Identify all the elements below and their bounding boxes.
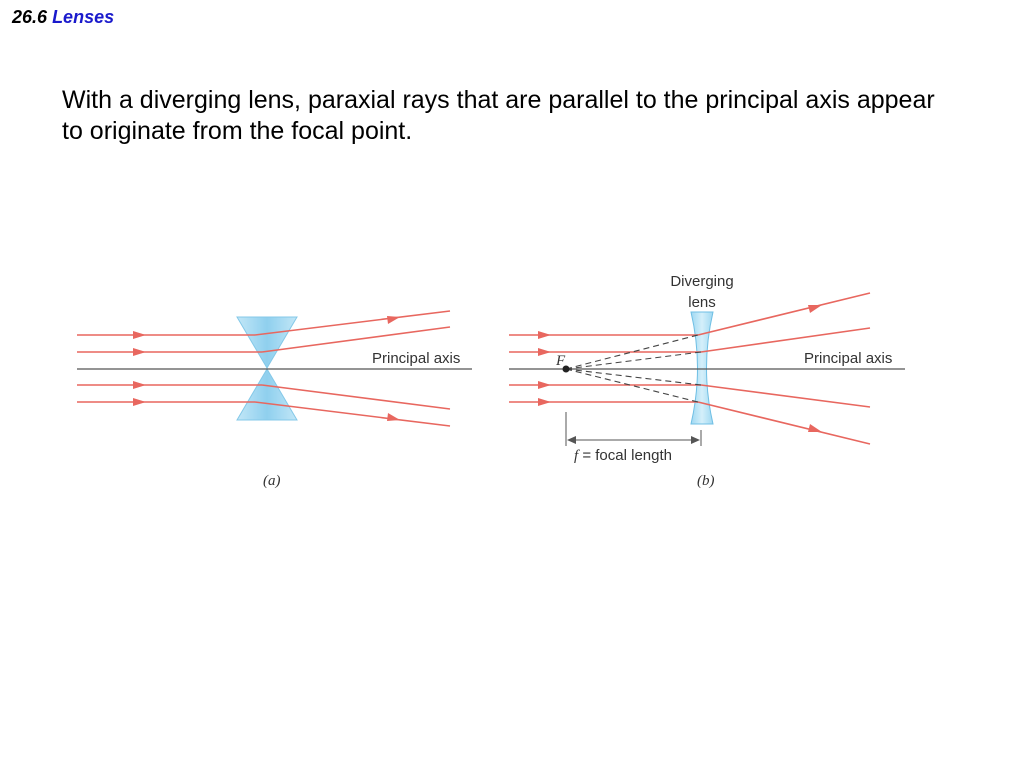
panel-b-focal-length-arrow-right [691,436,700,444]
panel-b-arrow-3-in [538,381,551,389]
panel-b-focal-length-symbol: f [574,448,580,464]
panel-a-incident-rays [77,331,262,406]
panel-a-arrow-4-out [387,413,400,421]
panel-b-lens-label-line2: lens [688,294,716,311]
panel-a-lens-bottom-prism [236,368,298,421]
panel-b-incident-rays [509,331,701,406]
panel-b-focal-length-text: = focal length [578,447,672,464]
panel-b-focal-length-arrow-left [567,436,576,444]
panel-b-axis-label: Principal axis [804,350,892,367]
panel-b-dashed-ray-4 [565,368,699,403]
panel-b-arrow-4-out [808,424,822,432]
panel-b-dashed-ray-2 [565,351,702,370]
panel-a-ray-4-out [254,401,451,427]
panel-a-arrow-3-in [133,381,146,389]
section-number: 26.6 [12,7,48,27]
panel-b-dashed-ray-1 [565,334,699,370]
section-topic: Lenses [52,7,115,27]
panel-b-arrow-4-in [538,398,551,406]
panel-a-ray-3-out [261,384,451,410]
panel-b-diverging-lens [690,311,714,425]
panel-b-ray-2-out [700,327,871,353]
panel-a-lens-top-prism [236,316,298,369]
section-heading: 26.6 Lenses [12,7,114,28]
panel-a-axis-label: Principal axis [372,350,460,367]
panel-a-arrow-1-in [133,331,146,339]
panel-b-dashed-ray-3 [565,368,702,386]
panel-b-virtual-rays [565,334,702,403]
panel-b-arrow-1-in [538,331,551,339]
panel-b-focal-length-label: f = focal length [574,447,672,464]
panel-b: Diverging lens [509,273,905,489]
panel-a: Principal axis (a) [77,310,472,489]
panel-a-arrow-2-in [133,348,146,356]
panel-a-ray-1-out [254,310,451,336]
panel-b-caption: (b) [697,473,715,489]
panel-a-caption: (a) [263,473,281,489]
panel-a-ray-2-out [261,326,451,353]
panel-b-lens-label-line1: Diverging [670,273,733,290]
panel-b-ray-1-out [697,292,871,336]
panel-b-focal-point-label: F [555,353,566,369]
panel-b-focal-length-dimension [565,412,702,446]
panel-a-refracted-rays [254,310,451,427]
panel-b-refracted-rays [697,292,871,445]
panel-b-ray-4-out [697,401,871,445]
panel-b-ray-3-out [700,384,871,408]
panel-b-focal-point [562,365,570,373]
panel-b-arrow-1-out [808,305,822,313]
panel-b-arrow-2-in [538,348,551,356]
panel-a-arrow-1-out [387,316,400,324]
lens-statement: With a diverging lens, paraxial rays tha… [62,86,935,145]
panel-a-arrow-4-in [133,398,146,406]
